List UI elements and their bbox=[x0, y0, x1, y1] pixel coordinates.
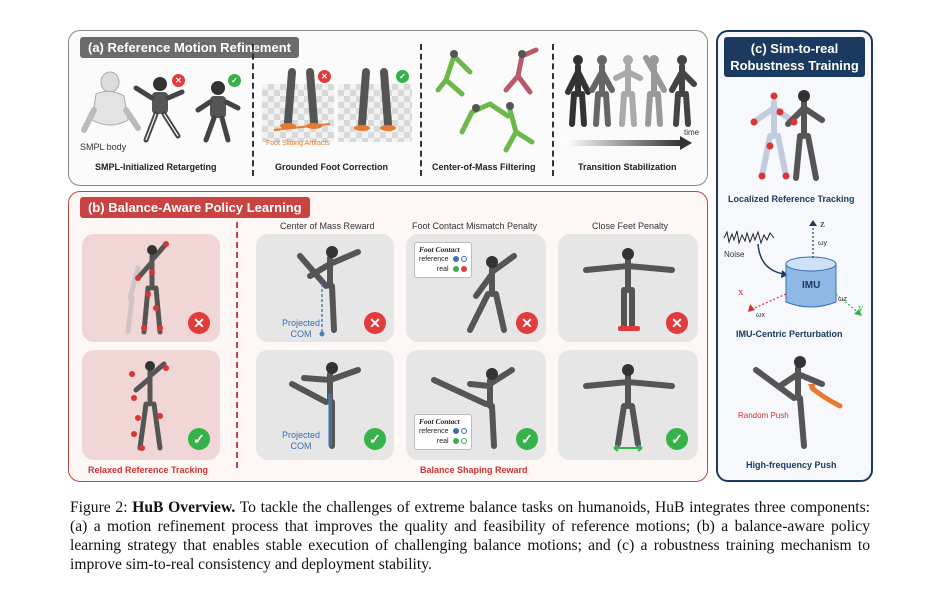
imu-perturbation-label: IMU-Centric Perturbation bbox=[736, 329, 843, 339]
omega-x-label: ωx bbox=[756, 312, 765, 319]
axis-y-label: y bbox=[858, 302, 864, 314]
foot-artifact-label: Foot Sliding Artifacts bbox=[266, 140, 330, 147]
arrow-icon bbox=[680, 136, 692, 150]
robot-figure bbox=[297, 246, 361, 337]
relaxed-tracking-label: Relaxed Reference Tracking bbox=[88, 465, 209, 475]
imu-cylinder bbox=[785, 256, 837, 308]
divider bbox=[420, 44, 422, 176]
cross-icon: ✕ bbox=[364, 312, 386, 334]
figure-caption: Figure 2: HuB Overview. To tackle the ch… bbox=[70, 499, 870, 573]
robot-figure bbox=[753, 356, 843, 449]
robot-sequence bbox=[565, 55, 697, 127]
step-label: Grounded Foot Correction bbox=[275, 162, 388, 172]
y-axis bbox=[835, 293, 862, 316]
arrow-icon bbox=[757, 243, 788, 278]
smpl-body-figure bbox=[81, 71, 141, 133]
omega-z-label: ωz bbox=[838, 296, 847, 303]
checkerboard-floor bbox=[338, 84, 412, 142]
column-label: Close Feet Penalty bbox=[592, 221, 669, 231]
x-axis bbox=[748, 293, 787, 312]
divider bbox=[236, 222, 238, 468]
cross-icon: ✕ bbox=[172, 74, 185, 87]
cross-icon: ✕ bbox=[318, 70, 331, 83]
step-label: Transition Stabilization bbox=[578, 162, 677, 172]
check-icon: ✓ bbox=[364, 428, 386, 450]
robot-figure bbox=[467, 253, 517, 333]
check-icon: ✓ bbox=[666, 428, 688, 450]
high-frequency-push-label: High-frequency Push bbox=[746, 460, 837, 470]
divider bbox=[552, 44, 554, 176]
robot-figure bbox=[125, 241, 169, 335]
panel-b-title: (b) Balance-Aware Policy Learning bbox=[80, 197, 310, 218]
localized-tracking-label: Localized Reference Tracking bbox=[728, 194, 855, 204]
random-push-label: Random Push bbox=[738, 411, 789, 420]
checkerboard-floor bbox=[262, 84, 334, 142]
cross-icon: ✕ bbox=[516, 312, 538, 334]
robot-figure bbox=[289, 362, 361, 449]
divider bbox=[252, 44, 254, 176]
robot-figure bbox=[195, 81, 241, 143]
column-label: Foot Contact Mismatch Penalty bbox=[412, 221, 538, 231]
check-icon: ✓ bbox=[396, 70, 409, 83]
robot-figure bbox=[133, 77, 185, 143]
robot-figure bbox=[750, 90, 825, 181]
z-axis bbox=[809, 220, 817, 258]
foot-contact-legend: Foot Contact reference real bbox=[414, 414, 472, 450]
foot-contact-legend: Foot Contact reference real bbox=[414, 242, 472, 278]
step-label: SMPL-Initialized Retargeting bbox=[95, 162, 217, 172]
robot-figure bbox=[583, 364, 675, 452]
check-icon: ✓ bbox=[516, 428, 538, 450]
axis-x-label: x bbox=[738, 286, 744, 298]
panel-sim-to-real-robustness bbox=[716, 30, 873, 482]
robot-legs bbox=[273, 68, 396, 131]
noise-signal bbox=[723, 230, 775, 245]
robot-figure bbox=[431, 367, 515, 449]
noise-label: Noise bbox=[724, 250, 745, 259]
time-label: time bbox=[684, 128, 700, 137]
check-icon: ✓ bbox=[188, 428, 210, 450]
balance-shaping-label: Balance Shaping Reward bbox=[420, 465, 528, 475]
time-arrow-bar bbox=[566, 140, 682, 146]
robot-figure-green bbox=[435, 47, 539, 153]
imu-label: IMU bbox=[802, 280, 821, 291]
cross-icon: ✕ bbox=[188, 312, 210, 334]
cross-icon: ✕ bbox=[666, 312, 688, 334]
robot-figure bbox=[129, 361, 169, 451]
robot-figure bbox=[583, 248, 675, 331]
omega-y-label: ωy bbox=[818, 240, 827, 247]
step-label: Center-of-Mass Filtering bbox=[432, 162, 536, 172]
axis-z-label: z bbox=[820, 218, 825, 230]
check-icon: ✓ bbox=[228, 74, 241, 87]
panel-a-title: (a) Reference Motion Refinement bbox=[80, 37, 299, 58]
smpl-body-label: SMPL body bbox=[80, 142, 127, 152]
column-label: Center of Mass Reward bbox=[280, 221, 375, 231]
